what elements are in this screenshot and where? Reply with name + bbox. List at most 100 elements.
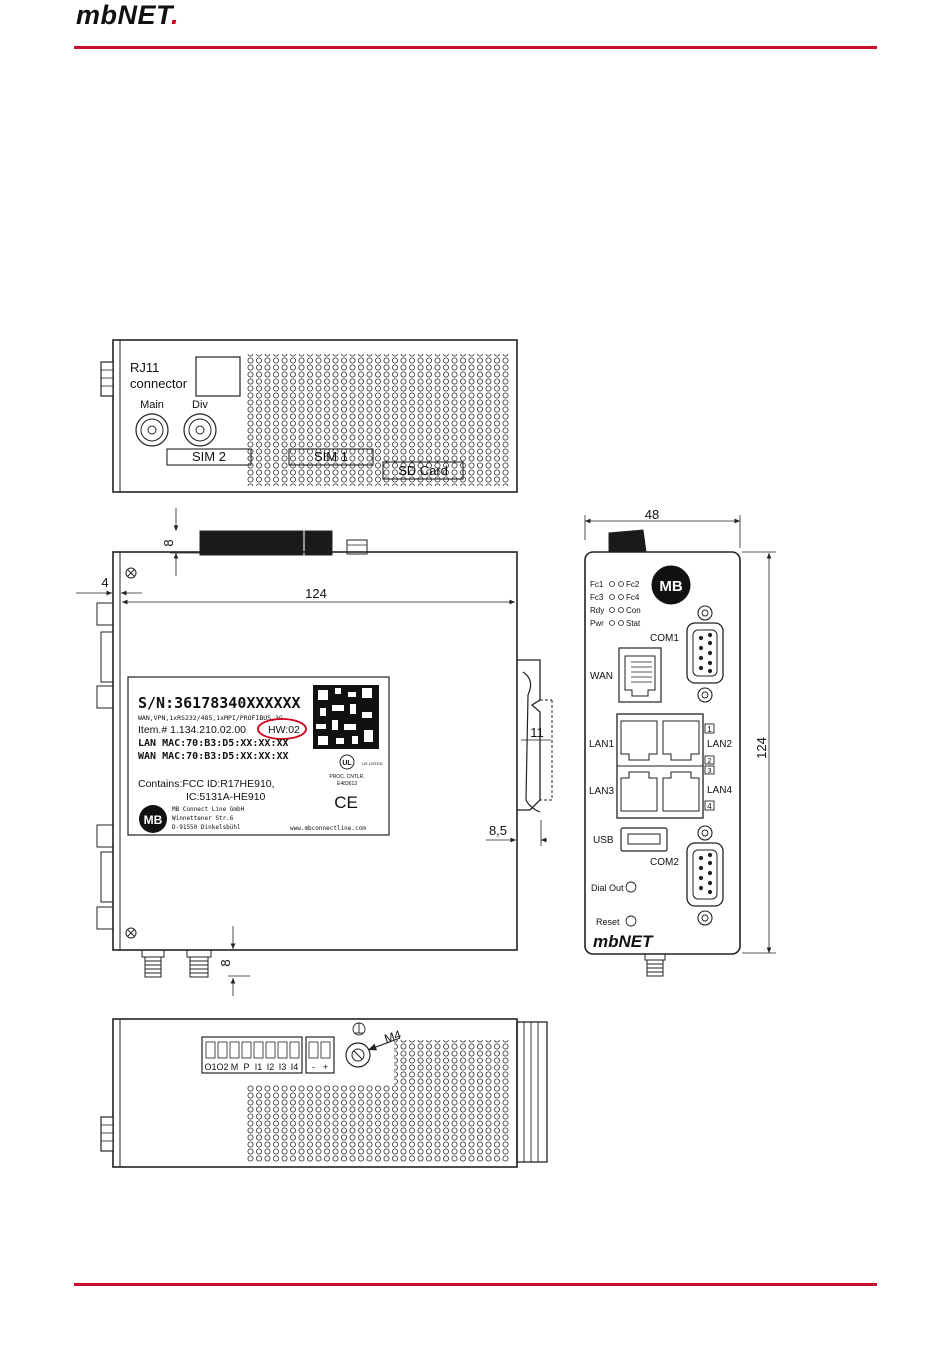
svg-text:+: + — [323, 1062, 328, 1072]
wan-port — [618, 647, 662, 703]
front-view-led-labels: Fc1 Fc2 Fc3 Fc4 Rdy Con Pwr Stat — [590, 580, 641, 628]
type-label-features: WAN,VPN,1xRS232/485,1xMPI/PROFIBUS,3G — [138, 714, 283, 722]
lan4-label: LAN4 — [707, 785, 732, 796]
svg-text:UL: UL — [342, 760, 352, 767]
lan3-label: LAN3 — [589, 786, 614, 797]
antenna-main-label: Main — [140, 399, 164, 411]
svg-text:I4: I4 — [291, 1062, 299, 1072]
svg-text:Fc2: Fc2 — [626, 580, 640, 589]
type-label-serial: S/N:36178340XXXXXX — [138, 694, 301, 712]
side-view-antenna-nut — [346, 539, 368, 555]
side-view-bottom-antenna-1 — [141, 949, 165, 978]
front-view-brand: mbNET — [593, 932, 654, 951]
com1-port — [686, 605, 724, 703]
power-terminal-block — [305, 1036, 335, 1074]
port-number-3: 3 — [707, 766, 711, 775]
hw-version-highlight — [257, 718, 307, 740]
lan1-label: LAN1 — [589, 739, 614, 750]
front-view-leds — [609, 581, 624, 626]
svg-text:P: P — [243, 1062, 249, 1072]
antenna-div-connector — [183, 413, 217, 447]
svg-text:O2: O2 — [216, 1062, 228, 1072]
type-label-datamatrix — [313, 685, 379, 749]
dim-124-side: 124 — [305, 586, 327, 601]
dim-48: 48 — [645, 507, 659, 522]
reset-button — [625, 915, 637, 927]
wan-label: WAN — [590, 671, 613, 682]
lan2-label: LAN2 — [707, 739, 732, 750]
svg-text:US LISTED: US LISTED — [362, 761, 383, 766]
footer-rule — [74, 1283, 877, 1286]
antenna-main-connector — [135, 413, 169, 447]
svg-text:-: - — [312, 1062, 315, 1072]
io-terminal-block — [201, 1036, 303, 1074]
svg-text:I3: I3 — [279, 1062, 287, 1072]
sd-card-label: SD Card — [398, 463, 448, 478]
company-name: MB Connect Line GmbH — [172, 806, 245, 813]
type-label-ic: IC:5131A-HE910 — [186, 791, 266, 803]
header-rule — [74, 46, 877, 49]
com2-label: COM2 — [650, 857, 679, 868]
side-view-dimensions — [76, 508, 551, 996]
port-number-1: 1 — [707, 725, 712, 734]
dim-8-5: 8,5 — [489, 823, 507, 838]
side-view-bottom-antenna-2 — [186, 949, 212, 978]
top-view-vents — [247, 354, 511, 486]
sd-card-slot — [382, 461, 464, 480]
front-view-mb-logo-text: MB — [659, 578, 682, 595]
front-view-top-plug — [608, 529, 647, 553]
port-number-4: 4 — [707, 802, 712, 811]
side-view-screw-bottom — [125, 927, 137, 939]
dial-out-button — [625, 881, 637, 893]
header-logo: mbNET. — [76, 0, 180, 30]
company-street: Winnettener Str.6 — [172, 815, 234, 822]
top-view-din-clip — [100, 361, 114, 397]
dim-8-top: 8 — [161, 539, 176, 546]
rj11-connector — [195, 356, 241, 397]
svg-text:Con: Con — [626, 606, 641, 615]
type-label: S/N:36178340XXXXXX WAN,VPN,1xRS232/485,1… — [127, 676, 390, 836]
dim-11: 11 — [530, 725, 544, 740]
type-label-wan-mac: WAN MAC:70:B3:D5:XX:XX:XX — [138, 751, 289, 762]
bottom-view-vents — [247, 1040, 510, 1162]
antenna-div-label: Div — [192, 399, 208, 411]
svg-text:PROC. CNTLR.: PROC. CNTLR. — [329, 774, 364, 780]
svg-text:Fc3: Fc3 — [590, 593, 604, 602]
sim1-label: SIM 1 — [314, 449, 348, 464]
side-view — [76, 508, 553, 996]
sim1-slot — [288, 448, 374, 466]
svg-text:M: M — [231, 1062, 239, 1072]
rj11-connector-label: connector — [130, 376, 188, 391]
dial-out-label: Dial Out — [591, 883, 624, 893]
front-view-bottom-antenna — [644, 953, 666, 977]
ul-listed-mark: UL US LISTED PROC. CNTLR. E483613 — [329, 754, 383, 787]
svg-text:Rdy: Rdy — [590, 606, 604, 615]
type-label-hw: HW:02 — [268, 724, 300, 736]
sim2-slot — [166, 448, 252, 466]
usb-port — [620, 827, 668, 852]
reset-label: Reset — [596, 917, 620, 927]
bottom-view-din-clip — [516, 1021, 548, 1163]
type-label-contains: Contains:FCC ID:R17HE910, — [138, 778, 275, 790]
svg-text:Fc1: Fc1 — [590, 580, 604, 589]
ground-screw — [345, 1022, 401, 1068]
io-terminal-labels: O1 O2 M P I1 I2 I3 I4 - + — [204, 1062, 328, 1072]
ce-mark: CE — [334, 793, 358, 812]
com1-label: COM1 — [650, 633, 679, 644]
top-view-housing — [112, 339, 518, 493]
svg-text:Stat: Stat — [626, 619, 641, 628]
com2-port — [686, 825, 724, 926]
svg-text:Fc4: Fc4 — [626, 593, 640, 602]
front-view-mb-logo — [651, 565, 691, 605]
usb-label: USB — [593, 835, 614, 846]
svg-text:I1: I1 — [255, 1062, 263, 1072]
type-label-mb-logo — [139, 805, 167, 833]
ground-screw-label: M4 — [383, 1027, 403, 1046]
svg-text:O1: O1 — [204, 1062, 216, 1072]
side-view-din-clip — [517, 659, 541, 811]
dim-124-front: 124 — [754, 737, 769, 759]
type-label-mb-logo-text: MB — [144, 813, 163, 827]
type-label-item: Item.# 1.134.210.02.00 — [138, 724, 246, 736]
front-view — [584, 515, 776, 977]
